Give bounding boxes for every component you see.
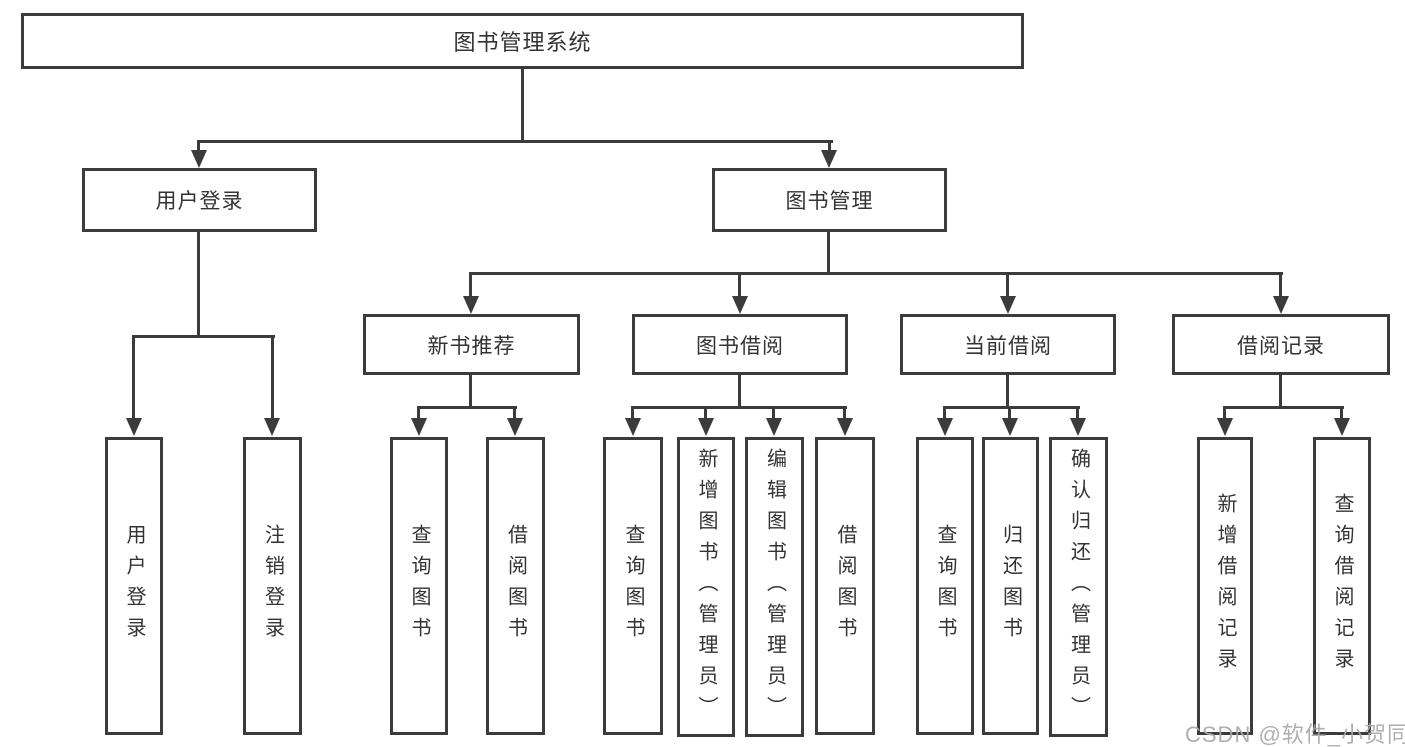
connector-stem <box>417 406 420 420</box>
arrow-down-icon <box>1334 418 1350 436</box>
arrow-down-icon <box>698 418 714 436</box>
arrow-down-icon <box>1070 418 1086 436</box>
connector-user-login-stem <box>197 232 200 338</box>
leaf-query-books-current: 查询图书 <box>916 437 974 735</box>
node-library-management-system: 图书管理系统 <box>21 13 1024 69</box>
leaf-logout: 注销登录 <box>243 437 302 735</box>
connector-stem <box>132 335 135 420</box>
arrow-down-icon <box>411 418 427 436</box>
connector-stem <box>1006 375 1009 408</box>
connector-stem <box>1223 406 1226 420</box>
arrow-down-icon <box>732 296 748 314</box>
connector-root-stem <box>521 69 524 143</box>
arrow-down-icon <box>625 418 641 436</box>
connector-stem <box>1076 406 1079 420</box>
node-new-book-recommend: 新书推荐 <box>363 314 580 375</box>
leaf-return-book: 归还图书 <box>982 437 1039 735</box>
leaf-borrow-books-recommend: 借阅图书 <box>486 437 545 735</box>
connector-stem <box>772 406 775 420</box>
arrow-down-icon <box>766 418 782 436</box>
arrow-down-icon <box>507 418 523 436</box>
node-user-login: 用户登录 <box>82 168 317 232</box>
connector-hline <box>631 406 847 409</box>
leaf-edit-book-admin: 编辑图书（管理员） <box>745 437 804 737</box>
node-book-management: 图书管理 <box>712 168 947 232</box>
arrow-down-icon <box>463 296 479 314</box>
connector-stem <box>1279 272 1282 298</box>
connector-stem <box>631 406 634 420</box>
connector-stem <box>704 406 707 420</box>
connector-book-mgmt-stem <box>827 232 830 275</box>
arrow-down-icon <box>837 418 853 436</box>
connector-stem <box>469 272 472 298</box>
connector-stem <box>513 406 516 420</box>
csdn-watermark: CSDN @软件_小贺同学 <box>1185 722 1405 747</box>
arrow-down-icon <box>1217 418 1233 436</box>
leaf-add-book-admin: 新增图书（管理员） <box>677 437 735 737</box>
connector-book-mgmt-hline <box>470 272 1283 275</box>
connector-stem <box>843 406 846 420</box>
arrow-down-icon <box>937 418 953 436</box>
arrow-down-icon <box>191 150 207 168</box>
arrow-down-icon <box>1002 418 1018 436</box>
connector-stem <box>271 335 274 420</box>
leaf-user-login: 用户登录 <box>105 437 163 735</box>
arrow-down-icon <box>126 418 142 436</box>
connector-stem <box>943 406 946 420</box>
node-current-borrow: 当前借阅 <box>900 314 1116 375</box>
connector-stem <box>828 140 831 154</box>
connector-stem <box>1008 406 1011 420</box>
leaf-confirm-return-admin: 确认归还（管理员） <box>1049 437 1108 737</box>
connector-hline <box>943 406 1080 409</box>
connector-stem <box>1340 406 1343 420</box>
leaf-add-borrow-record: 新增借阅记录 <box>1197 437 1253 735</box>
connector-stem <box>738 375 741 408</box>
connector-stem <box>469 375 472 408</box>
connector-hline <box>1223 406 1344 409</box>
arrow-down-icon <box>264 418 280 436</box>
connector-stem <box>197 140 200 154</box>
connector-stem <box>1279 375 1282 408</box>
arrow-down-icon <box>821 150 837 168</box>
connector-root-hline <box>197 140 833 143</box>
leaf-borrow-books: 借阅图书 <box>815 437 875 735</box>
connector-user-login-hline <box>132 335 275 338</box>
leaf-query-books-borrow: 查询图书 <box>603 437 663 735</box>
leaf-query-borrow-record: 查询借阅记录 <box>1313 437 1371 735</box>
leaf-query-books-recommend: 查询图书 <box>390 437 448 735</box>
connector-stem <box>738 272 741 298</box>
connector-stem <box>1006 272 1009 298</box>
arrow-down-icon <box>1273 296 1289 314</box>
node-borrow-records: 借阅记录 <box>1172 314 1390 375</box>
arrow-down-icon <box>1000 296 1016 314</box>
connector-hline <box>417 406 517 409</box>
node-book-borrow: 图书借阅 <box>632 314 848 375</box>
